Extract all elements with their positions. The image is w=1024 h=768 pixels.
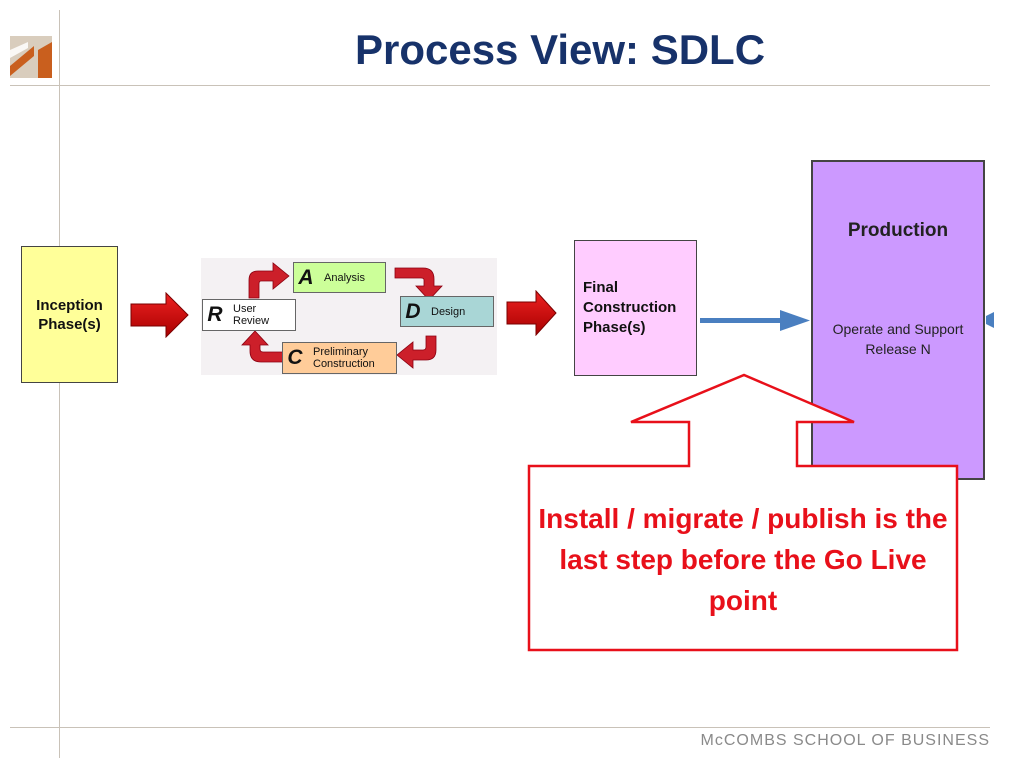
final-construction-phase-label: Final Construction Phase(s): [583, 279, 677, 336]
inception-phase-label: Inception Phase(s): [36, 296, 103, 333]
cycle-arrows: [241, 262, 443, 369]
cycle-arrow-up-right-icon: [248, 262, 290, 299]
review-step-label: User Review: [233, 303, 270, 327]
red-arrow-right-icon: [506, 290, 557, 336]
design-step: D Design: [400, 296, 494, 327]
blue-arrow-right-icon: [700, 310, 810, 331]
design-step-label: Design: [431, 305, 466, 318]
analysis-step: A Analysis: [293, 262, 386, 293]
footer-school-name: McCOMBS SCHOOL OF BUSINESS: [700, 732, 990, 749]
cycle-arrow-down-right-icon: [394, 267, 443, 301]
production-title: Production: [847, 220, 949, 241]
final-construction-phase-box: Final Construction Phase(s): [574, 240, 697, 376]
callout-arrow-shape: [527, 373, 959, 652]
design-step-letter: D: [405, 299, 421, 323]
cycle-arrow-down-left-icon: [396, 335, 437, 369]
blue-arrow-stub-icon: [986, 312, 994, 328]
left-vertical-rule: [59, 10, 60, 758]
review-step: R User Review: [202, 299, 296, 331]
inception-phase-box: Inception Phase(s): [21, 246, 118, 383]
analysis-step-label: Analysis: [324, 271, 365, 284]
red-arrow-right-icon: [130, 292, 189, 338]
footer-rule: [10, 727, 990, 728]
production-subtitle-text: Operate and Support Release N: [832, 321, 964, 357]
review-step-letter: R: [207, 303, 223, 326]
slide-title: Process View: SDLC: [354, 26, 766, 73]
construction-step-label: Preliminary Construction: [313, 346, 375, 370]
cycle-arrow-up-left-icon: [241, 330, 284, 363]
mccombs-logo-icon: [10, 36, 52, 78]
header-rule: [10, 85, 990, 86]
analysis-step-letter: A: [298, 265, 314, 289]
callout-text: Install / migrate / publish is the last …: [538, 503, 948, 616]
production-subtitle: Operate and Support Release N: [813, 319, 983, 359]
construction-step: C Preliminary Construction: [282, 342, 397, 374]
construction-step-letter: C: [287, 346, 303, 369]
